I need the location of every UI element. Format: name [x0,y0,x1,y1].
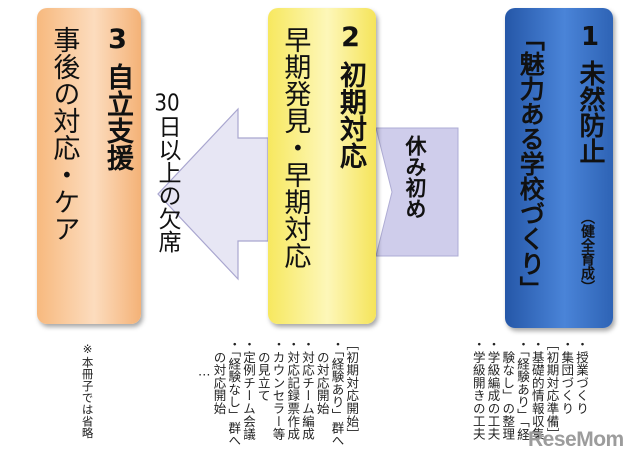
stage1-note: ・学級編成の工夫 [485,338,501,441]
stage2-note: ・「経験あり」群へ [329,338,345,447]
stage2-title-line2: 早期発見・早期対応 [279,26,311,269]
stage1-subtitle: 「魅力ある学校づくり」 [516,26,546,301]
stage1-note: ・学級開きの工夫 [470,338,486,441]
absence-days-number: 30 [154,92,180,115]
stage1-number: 1 [575,22,605,52]
stage2-title-line1: 初期対応 [335,61,366,169]
absence-arrow [157,107,269,281]
stage1-note: 験なし」の整理 [500,338,516,441]
rest-start-arrow-segment [375,127,459,257]
stage3-number: 3 [102,24,133,55]
stage1-note: ・集団づくり [559,338,575,415]
stage2-note: … [196,338,212,379]
stage1-note: ・「経験あり」「経 [515,338,530,441]
stage2-note: の対応開始 [314,338,330,415]
stage1-notes: ・授業づくり ・集団づくり ［初期対応準備］ ・基礎的情報収集 ・「経験あり」「… [470,338,589,441]
stage2-heading: 2 初期対応 [335,22,366,169]
stage3-notes: ※本冊子では省略 [80,342,95,439]
stage2-number: 2 [335,22,366,53]
stage2-early-response-box: 2 初期対応 早期発見・早期対応 [268,8,376,324]
stage1-title: 未然防止 [575,60,605,164]
stage3-support-box: 3 自立支援 事後の対応・ケア [37,8,141,324]
rest-start-label: 休み初め [403,135,427,219]
stage2-note: ・対応記録票作成 [285,338,301,441]
stage3-note: ※本冊子では省略 [80,342,95,439]
stage1-note: ・授業づくり [574,338,589,415]
stage1-prevention-box: 1 未然防止 「魅力ある学校づくり」 （健全育成） [505,8,613,328]
stage3-title-line1: 自立支援 [102,63,133,171]
absence-label-text: 日以上の欠席 [154,115,180,253]
stage2-note: ［初期対応開始］ [344,338,360,441]
stage2-note: ・定例チーム会議 [241,338,256,441]
stage3-heading: 3 自立支援 [102,24,133,171]
stage2-note: ・カウンセラー等 [270,338,286,441]
stage2-note: の対応開始 [211,338,227,415]
resemom-watermark: ReseMom [528,428,624,451]
stage1-heading: 1 未然防止 [575,22,605,164]
stage1-note: ・基礎的情報収集 [529,338,545,441]
stage2-notes: ［初期対応開始］ ・「経験あり」群へ の対応開始 ・対応チーム編成 ・対応記録票… [196,338,360,447]
stage1-note: ［初期対応準備］ [544,338,560,441]
stage2-note: ・対応チーム編成 [300,338,315,441]
stage3-title-line2: 事後の対応・ケア [48,26,80,242]
stage1-paren-note: （健全育成） [579,210,595,294]
stage2-note: の見立て [255,338,271,402]
stage2-note: ・「経験なし」群へ [226,338,242,447]
absence-label: 30日以上の欠席 [150,92,184,253]
